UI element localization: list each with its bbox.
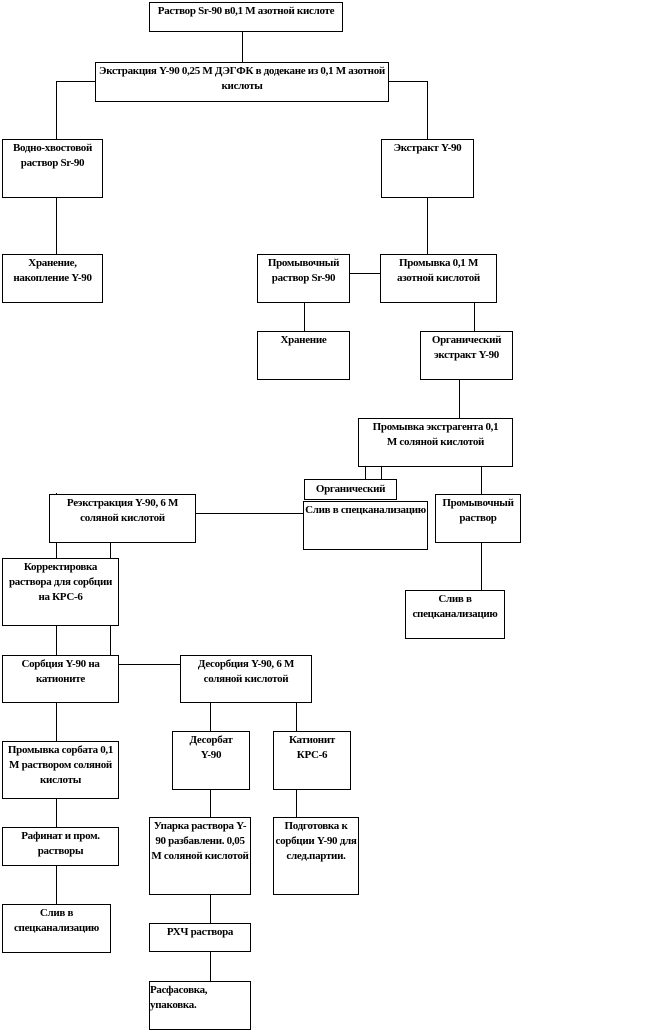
node-wash-solution: Промывочный раствор: [435, 494, 521, 543]
node-reextraction: Реэкстракция Y-90, 6 М соляной кислотой: [49, 494, 196, 543]
node-preparation: Подготовка к сорбции Y-90 для след.парти…: [273, 817, 359, 895]
node-correction: Корректировка раствора для сорбции на КР…: [2, 558, 119, 626]
node-storage-accum: Хранение, накопление Y-90: [2, 254, 103, 303]
node-desorption: Десорбция Y-90, 6 М соляной кислотой: [180, 655, 312, 703]
node-extract: Экстракт Y-90: [381, 139, 474, 198]
node-drain-2: Слив в спецканализацию: [405, 590, 505, 639]
node-waste-sr: Водно-хвостовой раствор Sr-90: [2, 139, 103, 198]
node-packaging: Расфасовка, упаковка.: [149, 981, 251, 1030]
node-cation-exchanger: Катионит КРС-6: [273, 731, 351, 790]
node-evaporation: Упарка раствора Y-90 разбавлени. 0,05 М …: [149, 817, 251, 895]
node-wash-solution-sr: Промывочный раствор Sr-90: [257, 254, 350, 303]
node-sorption: Сорбция Y-90 на катионите: [2, 655, 119, 703]
node-drain-3: Слив в спецканализацию: [2, 904, 111, 953]
node-wash-nitric: Промывка 0,1 М азотной кислотой: [380, 254, 497, 303]
node-drain-1: Слив в спецканализацию: [303, 501, 428, 550]
node-extraction: Экстракция Y-90 0,25 М ДЭГФК в додекане …: [95, 62, 389, 102]
node-wash-sorbate: Промывка сорбата 0,1 М раствором соляной…: [2, 741, 119, 799]
node-wash-extractant: Промывка экстрагента 0,1 М соляной кисло…: [358, 418, 513, 467]
node-hidden: Органический: [304, 479, 397, 500]
node-desorbate: Десорбат Y-90: [172, 731, 250, 790]
node-storage: Хранение: [257, 331, 350, 380]
node-raffinate: Рафинат и пром. растворы: [2, 827, 119, 866]
node-rcp: РХЧ раствора: [149, 923, 251, 952]
node-source: Раствор Sr-90 в0,1 М азотной кислоте: [149, 2, 343, 32]
node-organic-extract: Органический экстракт Y-90: [420, 331, 513, 380]
